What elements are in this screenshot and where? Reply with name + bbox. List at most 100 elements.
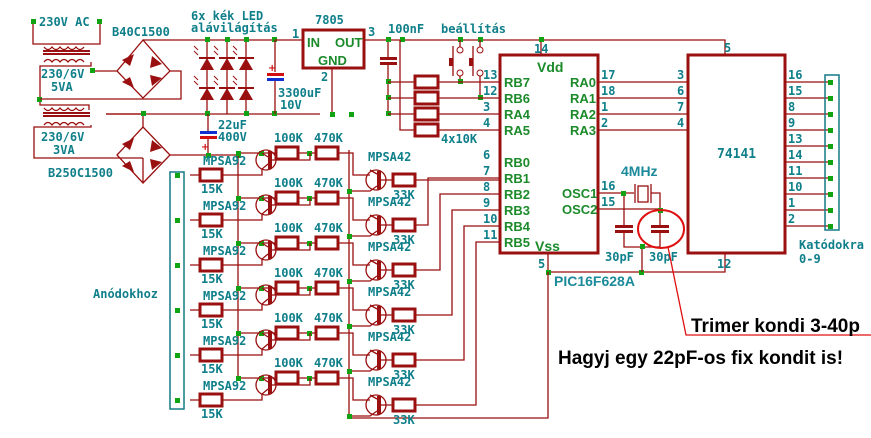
resistor-15k-label: 15K bbox=[201, 182, 223, 196]
cathode-pin bbox=[828, 112, 833, 117]
resistor-15k-label: 15K bbox=[201, 272, 223, 286]
decoder-input-pin: 7 bbox=[677, 100, 684, 114]
resistor-15k-label: 15K bbox=[201, 317, 223, 331]
mcu-pin-name: RA2 bbox=[570, 107, 596, 122]
pnp-label: MPSA92 bbox=[203, 379, 246, 393]
buttons-label: beállítás bbox=[441, 22, 506, 36]
mcu-vss-pin: 5 bbox=[538, 257, 545, 271]
resistor-33k-label: 33K bbox=[393, 323, 415, 337]
cap-3300-voltage: 10V bbox=[280, 98, 302, 112]
decoder-output-pin: 16 bbox=[788, 68, 802, 82]
mcu-pin-number: 11 bbox=[483, 228, 497, 242]
npn-transistor bbox=[349, 214, 393, 237]
resistor-100k bbox=[274, 280, 300, 296]
decoder-output-pin: 9 bbox=[788, 116, 795, 130]
mcu-pin-name: RA1 bbox=[570, 91, 596, 106]
led-label-2: alávilágítás bbox=[191, 21, 278, 35]
resistor-100k-label: 100K bbox=[274, 266, 304, 280]
mcu-pin-number: 7 bbox=[483, 164, 490, 178]
transformer-2: 230/6V 3VA bbox=[33, 106, 143, 159]
resistor-33k bbox=[391, 217, 417, 233]
fixed-cap-note: Hagyj egy 22pF-os fix kondit is! bbox=[558, 348, 843, 369]
cathode-pin bbox=[828, 176, 833, 181]
cathode-pin bbox=[828, 160, 833, 165]
resistor-470k-label: 470K bbox=[314, 356, 344, 370]
cap-22uf-value: 22uF bbox=[218, 118, 247, 132]
mains-terminal bbox=[97, 19, 102, 24]
npn-label: MPSA42 bbox=[368, 150, 411, 164]
cathode-pin bbox=[828, 80, 833, 85]
regulator-in: IN bbox=[307, 35, 320, 50]
transformer-2-power: 3VA bbox=[53, 143, 75, 157]
resistor-15k bbox=[198, 167, 224, 183]
decoder-output-pin: 2 bbox=[788, 212, 795, 226]
mains-terminal bbox=[31, 19, 36, 24]
pnp-label: MPSA92 bbox=[203, 199, 246, 213]
decoder-output-pin: 1 bbox=[788, 196, 795, 210]
decoder-output-pin: 15 bbox=[788, 84, 802, 98]
mcu-pin-name: RA5 bbox=[504, 123, 530, 138]
regulator-out: OUT bbox=[335, 35, 363, 50]
decoder-output-pin: 14 bbox=[788, 148, 802, 162]
resistor-470k-label: 470K bbox=[314, 266, 344, 280]
resistor-470k bbox=[314, 280, 340, 296]
pnp-transistor bbox=[190, 374, 311, 401]
cathode-pin bbox=[828, 208, 833, 213]
blue-led bbox=[193, 75, 215, 100]
mcu-pin-number: 6 bbox=[483, 148, 490, 162]
mcu-vss: Vss bbox=[535, 238, 560, 254]
osc-cap-1-label: 30pF bbox=[605, 250, 634, 264]
pnp-label: MPSA92 bbox=[203, 334, 246, 348]
blue-led bbox=[193, 45, 215, 70]
mcu-pin-name: RB4 bbox=[504, 219, 531, 234]
trimmer-callout-line bbox=[667, 246, 871, 336]
blue-led bbox=[232, 45, 254, 70]
decoder-input-pin: 4 bbox=[677, 116, 684, 130]
resistor-100k bbox=[274, 145, 300, 161]
bridge-rectifier-2: B250C1500 bbox=[48, 113, 238, 184]
resistor-470k-label: 470K bbox=[314, 176, 344, 190]
resistor-470k bbox=[314, 370, 340, 386]
anode-pin bbox=[175, 263, 180, 268]
npn-label: MPSA42 bbox=[368, 330, 411, 344]
regulator-pin-in: 1 bbox=[292, 27, 299, 41]
resistor-100k bbox=[274, 235, 300, 251]
decoder-gnd-pin: 12 bbox=[717, 257, 731, 271]
mcu-pin-number: 2 bbox=[601, 116, 608, 130]
resistor-100k-label: 100K bbox=[274, 221, 304, 235]
mcu-pin-number: 15 bbox=[601, 195, 615, 209]
resistor-470k-label: 470K bbox=[314, 311, 344, 325]
resistor-100k-label: 100K bbox=[274, 311, 304, 325]
trimmer-highlight-circle bbox=[637, 209, 685, 249]
svg-text:+: + bbox=[268, 63, 276, 74]
mcu-pin-name: RB5 bbox=[504, 235, 530, 250]
mcu-pin-name: RB7 bbox=[504, 75, 530, 90]
decoder-output-pin: 11 bbox=[788, 164, 802, 178]
mcu-pin-name: RB1 bbox=[504, 171, 530, 186]
regulator-pin-gnd: 2 bbox=[321, 70, 328, 84]
resistor-33k bbox=[391, 397, 417, 413]
npn-label: MPSA42 bbox=[368, 285, 411, 299]
resistor-100k bbox=[274, 370, 300, 386]
svg-text:+: + bbox=[201, 142, 209, 153]
blue-led bbox=[213, 75, 235, 100]
npn-transistor bbox=[349, 304, 393, 327]
cap-3300-value: 3300uF bbox=[278, 86, 321, 100]
set-button-1[interactable] bbox=[449, 40, 464, 82]
decoder-name: 74141 bbox=[717, 147, 756, 162]
mcu-name: PIC16F628A bbox=[554, 273, 635, 289]
npn-transistor bbox=[349, 169, 393, 192]
mcu-pin-name: OSC2 bbox=[562, 202, 597, 217]
resistor-470k-label: 470K bbox=[314, 221, 344, 235]
cathode-label-2: 0-9 bbox=[799, 252, 821, 266]
resistor-15k bbox=[198, 347, 224, 363]
resistor-33k-label: 33K bbox=[393, 233, 415, 247]
resistor-33k bbox=[391, 172, 417, 188]
cathode-pin bbox=[828, 224, 833, 229]
set-button-2[interactable] bbox=[469, 40, 484, 98]
anode-pin bbox=[175, 308, 180, 313]
